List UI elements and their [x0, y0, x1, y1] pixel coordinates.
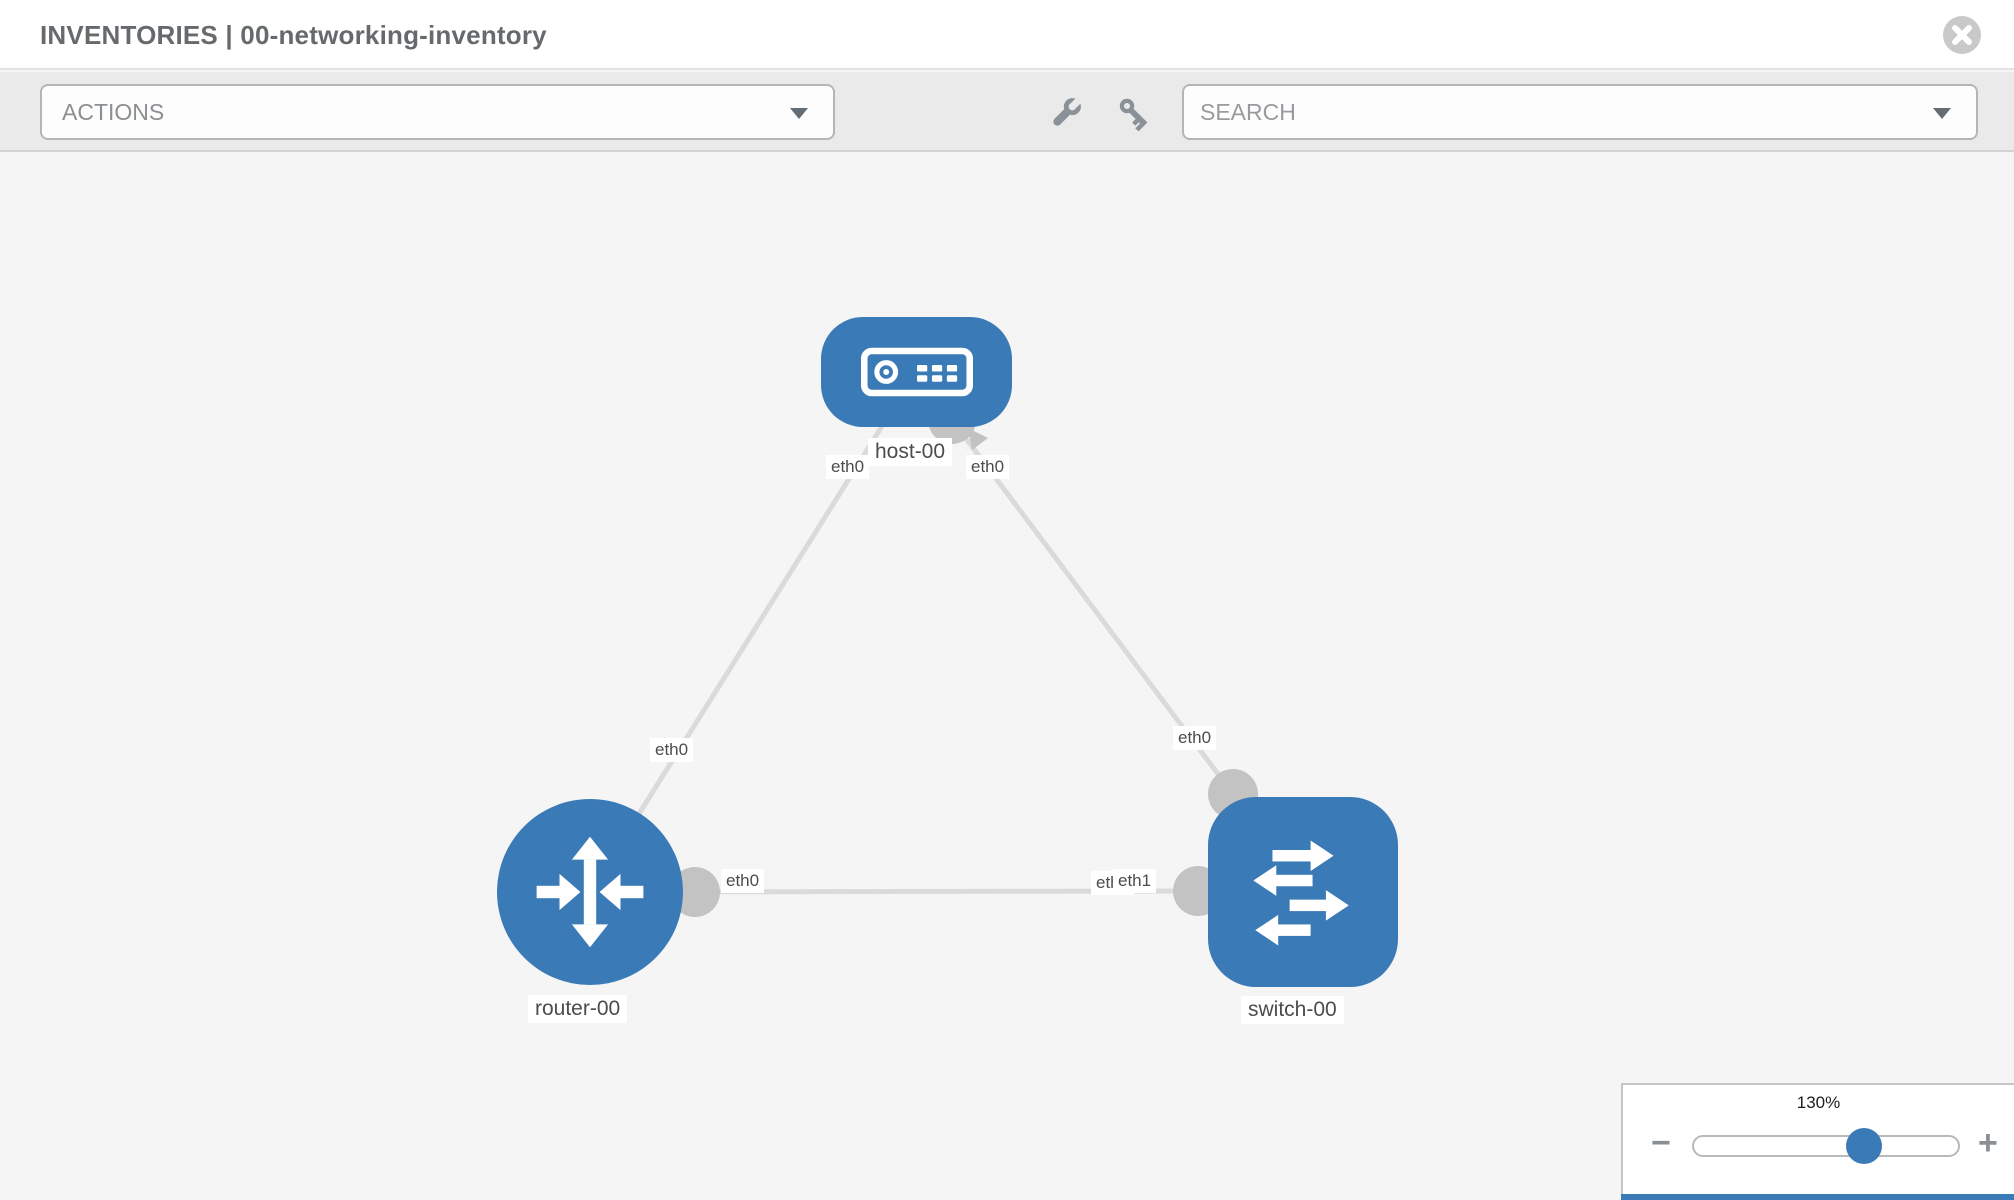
key-icon[interactable]: [1116, 95, 1152, 132]
zoom-slider-track[interactable]: [1692, 1135, 1960, 1157]
interface-label: eth0: [1173, 726, 1217, 750]
node-router-00[interactable]: [497, 799, 683, 985]
actions-dropdown[interactable]: ACTIONS: [40, 84, 835, 140]
close-icon[interactable]: [1942, 15, 1982, 55]
interface-label: eth0: [650, 738, 694, 762]
page-title: INVENTORIES | 00-networking-inventory: [40, 20, 547, 50]
interface-label: eth0: [721, 869, 765, 893]
chevron-down-icon[interactable]: [1932, 107, 1952, 125]
interface-label: eth1: [1113, 869, 1157, 893]
zoom-in-button[interactable]: +: [1978, 1124, 1998, 1162]
bottom-accent-strip: [1621, 1194, 2014, 1200]
search-dropdown[interactable]: [1182, 84, 1978, 140]
topology-links-layer: [587, 370, 1258, 917]
node-label-router: router-00: [528, 995, 628, 1023]
interface-dot-router: [670, 867, 720, 917]
node-switch-00[interactable]: [1208, 797, 1398, 987]
router-icon: [536, 836, 644, 948]
topology-canvas[interactable]: [0, 152, 2014, 1200]
host-icon: [860, 347, 973, 397]
zoom-control-panel: 130% − +: [1621, 1083, 2014, 1200]
link-host-switch[interactable]: [914, 370, 1235, 796]
wrench-icon[interactable]: [1048, 95, 1084, 131]
chevron-down-icon[interactable]: [789, 107, 809, 125]
zoom-level-value: 130%: [1796, 1093, 1841, 1112]
interface-label: eth0: [966, 455, 1010, 479]
interface-label: eth0: [826, 455, 870, 479]
header-bar: INVENTORIES | 00-networking-inventory: [0, 0, 2014, 70]
search-input[interactable]: [1200, 88, 1900, 136]
node-host-00[interactable]: [821, 317, 1012, 427]
actions-dropdown-label: ACTIONS: [62, 99, 165, 125]
node-label-switch: switch-00: [1241, 996, 1344, 1024]
zoom-out-button[interactable]: −: [1651, 1124, 1671, 1162]
node-label-host: host-00: [868, 438, 953, 466]
zoom-slider-knob[interactable]: [1846, 1128, 1882, 1164]
link-arrowhead: [968, 428, 988, 450]
switch-icon: [1253, 840, 1349, 946]
toolbar: ACTIONS: [0, 72, 2014, 152]
